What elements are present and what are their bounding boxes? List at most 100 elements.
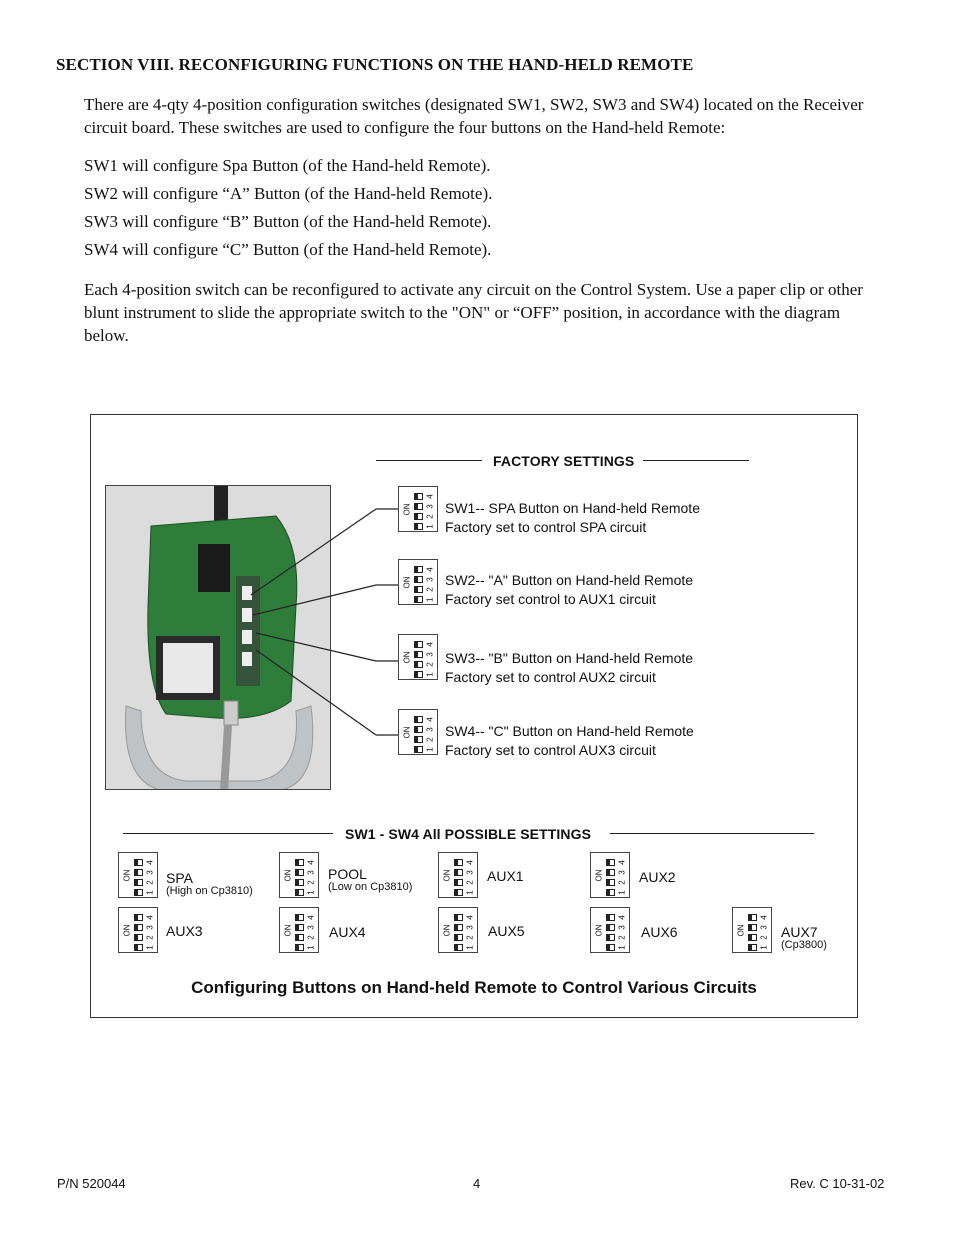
possible-rule-right — [610, 833, 814, 834]
switch-position-2 — [134, 934, 143, 941]
setting-label-pool: POOL — [328, 866, 367, 882]
switch-position-2 — [748, 934, 757, 941]
switch-position-2 — [454, 934, 463, 941]
switch-number-1: 1 — [306, 945, 316, 950]
switch-number-2: 2 — [465, 935, 475, 940]
switch-position-2 — [454, 879, 463, 886]
switch-number-3: 3 — [617, 870, 627, 875]
switch-number-4: 4 — [759, 915, 769, 920]
switch-position-3 — [606, 869, 615, 876]
switch-position-1 — [748, 944, 757, 951]
switch-number-1: 1 — [145, 945, 155, 950]
switch-position-3 — [414, 576, 423, 583]
setting-note-pool: (Low on Cp3810) — [328, 881, 413, 893]
switch-position-3 — [606, 924, 615, 931]
switch-on-label: ON — [122, 924, 132, 937]
switch-number-3: 3 — [145, 925, 155, 930]
factory-rule-right — [643, 460, 749, 461]
switch-position-4 — [414, 716, 423, 723]
switch-on-label: ON — [122, 869, 132, 882]
switch-number-2: 2 — [145, 935, 155, 940]
switch-number-1: 1 — [425, 747, 435, 752]
factory-sw1-line1: SW1-- SPA Button on Hand-held Remote — [445, 500, 700, 516]
switch-on-label: ON — [594, 924, 604, 937]
switch-number-2: 2 — [617, 935, 627, 940]
switch-number-3: 3 — [306, 870, 316, 875]
switch-position-4 — [414, 566, 423, 573]
switch-position-2 — [134, 879, 143, 886]
switch-position-1 — [454, 944, 463, 951]
switch-on-label: ON — [402, 503, 412, 516]
setting-note-spa: (High on Cp3810) — [166, 885, 253, 897]
switch-on-label: ON — [442, 869, 452, 882]
factory-sw2-line2: Factory set control to AUX1 circuit — [445, 591, 656, 607]
setting-label-aux3: AUX3 — [166, 923, 203, 939]
figure-caption: Configuring Buttons on Hand-held Remote … — [191, 978, 757, 997]
switch-position-3 — [454, 924, 463, 931]
factory-sw3-line2: Factory set to control AUX2 circuit — [445, 669, 656, 685]
factory-sw1-line2: Factory set to control SPA circuit — [445, 519, 647, 535]
switch-position-1 — [606, 944, 615, 951]
switch-number-1: 1 — [617, 945, 627, 950]
switch-number-3: 3 — [465, 870, 475, 875]
switch-number-1: 1 — [425, 672, 435, 677]
switch-line-sw4: SW4 will configure “C” Button (of the Ha… — [84, 240, 492, 259]
switch-number-2: 2 — [425, 587, 435, 592]
switch-position-4 — [414, 641, 423, 648]
switch-position-4 — [454, 859, 463, 866]
switch-number-1: 1 — [465, 945, 475, 950]
switch-position-3 — [134, 924, 143, 931]
switch-position-1 — [454, 889, 463, 896]
switch-position-1 — [414, 746, 423, 753]
setting-label-aux6: AUX6 — [641, 924, 678, 940]
factory-sw4-line1: SW4-- "C" Button on Hand-held Remote — [445, 723, 694, 739]
switch-line-sw3: SW3 will configure “B” Button (of the Ha… — [84, 212, 492, 231]
switch-number-3: 3 — [425, 504, 435, 509]
revision: Rev. C 10-31-02 — [790, 1176, 885, 1191]
possible-settings-title: SW1 - SW4 All POSSIBLE SETTINGS — [345, 826, 592, 842]
switch-position-2 — [295, 934, 304, 941]
switch-number-4: 4 — [306, 860, 316, 865]
switch-number-2: 2 — [617, 880, 627, 885]
switch-on-label: ON — [283, 869, 293, 882]
switch-number-4: 4 — [425, 494, 435, 499]
switch-position-1 — [295, 889, 304, 896]
factory-sw3-line1: SW3-- "B" Button on Hand-held Remote — [445, 650, 694, 666]
switch-position-4 — [295, 859, 304, 866]
switch-position-2 — [606, 879, 615, 886]
switch-number-2: 2 — [306, 880, 316, 885]
switch-number-2: 2 — [425, 737, 435, 742]
factory-rule-left — [376, 460, 482, 461]
switch-number-1: 1 — [425, 597, 435, 602]
switch-on-label: ON — [442, 924, 452, 937]
switch-number-1: 1 — [425, 524, 435, 529]
switch-number-3: 3 — [425, 577, 435, 582]
switch-position-2 — [414, 586, 423, 593]
switch-position-1 — [606, 889, 615, 896]
switch-position-3 — [414, 726, 423, 733]
switch-position-3 — [295, 924, 304, 931]
factory-settings-title: FACTORY SETTINGS — [493, 453, 635, 469]
setting-label-aux5: AUX5 — [488, 923, 525, 939]
switch-number-3: 3 — [306, 925, 316, 930]
switch-number-4: 4 — [425, 642, 435, 647]
receiver-board-photo — [105, 485, 331, 790]
switch-position-2 — [606, 934, 615, 941]
switch-position-1 — [414, 596, 423, 603]
switch-number-4: 4 — [425, 717, 435, 722]
switch-number-3: 3 — [465, 925, 475, 930]
section-heading: SECTION VIII. RECONFIGURING FUNCTIONS ON… — [56, 55, 694, 74]
switch-on-label: ON — [283, 924, 293, 937]
switch-position-2 — [414, 736, 423, 743]
switch-position-4 — [606, 914, 615, 921]
switch-line-sw2: SW2 will configure “A” Button (of the Ha… — [84, 184, 493, 203]
switch-position-1 — [134, 889, 143, 896]
